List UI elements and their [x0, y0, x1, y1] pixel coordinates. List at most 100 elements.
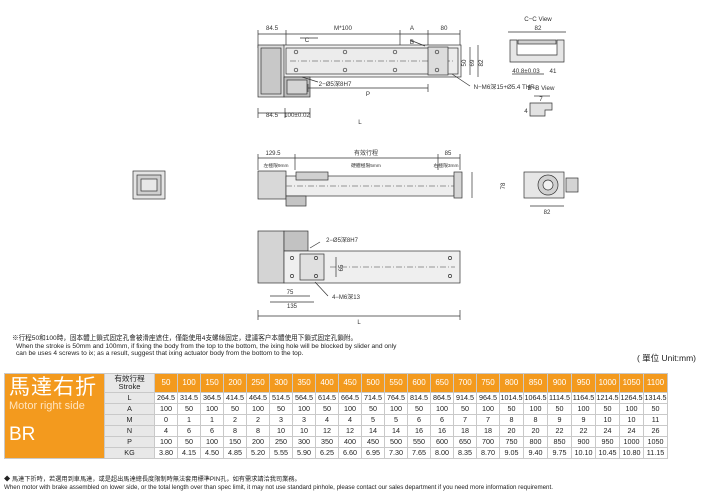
spec-cell: 850	[547, 436, 572, 448]
spec-cell: 1214.5	[595, 392, 620, 404]
spec-cell: 50	[361, 403, 385, 415]
stroke-header-cell: 400	[315, 373, 339, 393]
spec-cell: 5.55	[269, 447, 293, 459]
svg-text:82: 82	[544, 210, 551, 216]
spec-cell: 200	[246, 436, 270, 448]
spec-cell: 8.70	[476, 447, 500, 459]
svg-text:4: 4	[524, 108, 528, 115]
spec-cell: 24	[595, 425, 620, 437]
spec-cell: 264.5	[154, 392, 178, 404]
spec-cell: 1314.5	[643, 392, 668, 404]
spec-cell: 100	[384, 403, 408, 415]
stroke-header-cell: 500	[361, 373, 385, 393]
spec-cell: 5	[384, 414, 408, 426]
spec-cell: 6.60	[338, 447, 362, 459]
spec-cell: 50	[643, 403, 668, 415]
stroke-header-cell: 850	[523, 373, 548, 393]
spec-cell: 9.75	[547, 447, 572, 459]
svg-text:硬體極限5mm: 硬體極限5mm	[351, 162, 381, 169]
spec-cell: 10	[619, 414, 644, 426]
svg-text:4−M6深13: 4−M6深13	[332, 293, 361, 301]
top-view-labels: 84.5 M*100 A 80 C B 69 50 82 2−Ø5深8H7 N−…	[266, 25, 537, 126]
spec-cell: 7.30	[384, 447, 408, 459]
svg-text:100±0.02: 100±0.02	[284, 112, 310, 119]
end-view-right	[523, 171, 579, 207]
spec-cell: 864.5	[430, 392, 454, 404]
spec-cell: 814.5	[407, 392, 431, 404]
svg-text:7: 7	[539, 96, 543, 103]
svg-text:41: 41	[550, 68, 557, 75]
spec-cell: 100	[430, 403, 454, 415]
svg-text:左極限9mm: 左極限9mm	[263, 162, 288, 169]
spec-cell: 914.5	[453, 392, 477, 404]
spec-cell: 100	[523, 403, 548, 415]
motor-title-en: Motor right side	[9, 400, 85, 412]
spec-cell: 8	[223, 425, 247, 437]
spec-cell: 14	[361, 425, 385, 437]
spec-cell: 8.00	[430, 447, 454, 459]
spec-cell: 2	[246, 414, 270, 426]
svg-text:85: 85	[445, 151, 452, 157]
spec-cell: 50	[407, 403, 431, 415]
spec-cell: 4	[338, 414, 362, 426]
spec-cell: 100	[338, 403, 362, 415]
spec-cell: 0	[154, 414, 178, 426]
spec-cell: 50	[595, 403, 620, 415]
spec-cell: 50	[177, 436, 201, 448]
svg-text:L: L	[358, 119, 362, 126]
spec-cell: 5.90	[292, 447, 316, 459]
spec-cell: 6	[407, 414, 431, 426]
spec-cell: 364.5	[200, 392, 224, 404]
spec-cell: 8	[499, 414, 524, 426]
spec-cell: 614.5	[315, 392, 339, 404]
spec-cell: 350	[315, 436, 339, 448]
spec-cell: 6.95	[361, 447, 385, 459]
svg-text:75: 75	[287, 290, 294, 296]
spec-cell: 564.5	[292, 392, 316, 404]
motor-title-zh: 馬達右折	[9, 376, 97, 399]
spec-cell: 300	[292, 436, 316, 448]
spec-row-label: A	[104, 403, 155, 415]
section-cc-labels: C−C View 82 40.8±0.03 41	[512, 16, 557, 75]
svg-text:78: 78	[501, 182, 507, 189]
spec-cell: 8.35	[453, 447, 477, 459]
stroke-header-cell: 350	[292, 373, 316, 393]
svg-text:P: P	[366, 91, 370, 98]
spec-cell: 4	[154, 425, 178, 437]
spec-cell: 1000	[619, 436, 644, 448]
spec-cell: 750	[499, 436, 524, 448]
spec-cell: 10.45	[595, 447, 620, 459]
stroke-header-cell: 1050	[619, 373, 644, 393]
spec-cell: 7.65	[407, 447, 431, 459]
spec-cell: 22	[547, 425, 572, 437]
spec-cell: 7	[453, 414, 477, 426]
spec-cell: 964.5	[476, 392, 500, 404]
model-code: BR	[9, 424, 36, 445]
svg-text:B−B View: B−B View	[528, 85, 555, 92]
spec-cell: 4.50	[200, 447, 224, 459]
spec-cell: 5.20	[246, 447, 270, 459]
spec-cell: 9.40	[523, 447, 548, 459]
svg-text:2−Ø5深8H7: 2−Ø5深8H7	[326, 236, 359, 244]
spec-cell: 100	[154, 436, 178, 448]
spec-cell: 9	[547, 414, 572, 426]
spec-cell: 18	[476, 425, 500, 437]
spec-cell: 764.5	[384, 392, 408, 404]
spec-cell: 5	[361, 414, 385, 426]
spec-cell: 100	[619, 403, 644, 415]
side-view-labels: 129.5 有效行程 85 左極限9mm 硬體極限5mm 右極限3mm 78 8…	[263, 149, 551, 216]
stroke-header-cell: 650	[430, 373, 454, 393]
spec-cell: 100	[200, 436, 224, 448]
spec-cell: 1	[200, 414, 224, 426]
footer-note-en: When motor with brake assembled on lower…	[4, 484, 553, 491]
stroke-header-cell: 100	[177, 373, 201, 393]
stroke-note-en-2: can be uses 4 screws to ix; as a result,…	[16, 350, 304, 357]
spec-cell: 1014.5	[499, 392, 524, 404]
spec-cell: 650	[453, 436, 477, 448]
